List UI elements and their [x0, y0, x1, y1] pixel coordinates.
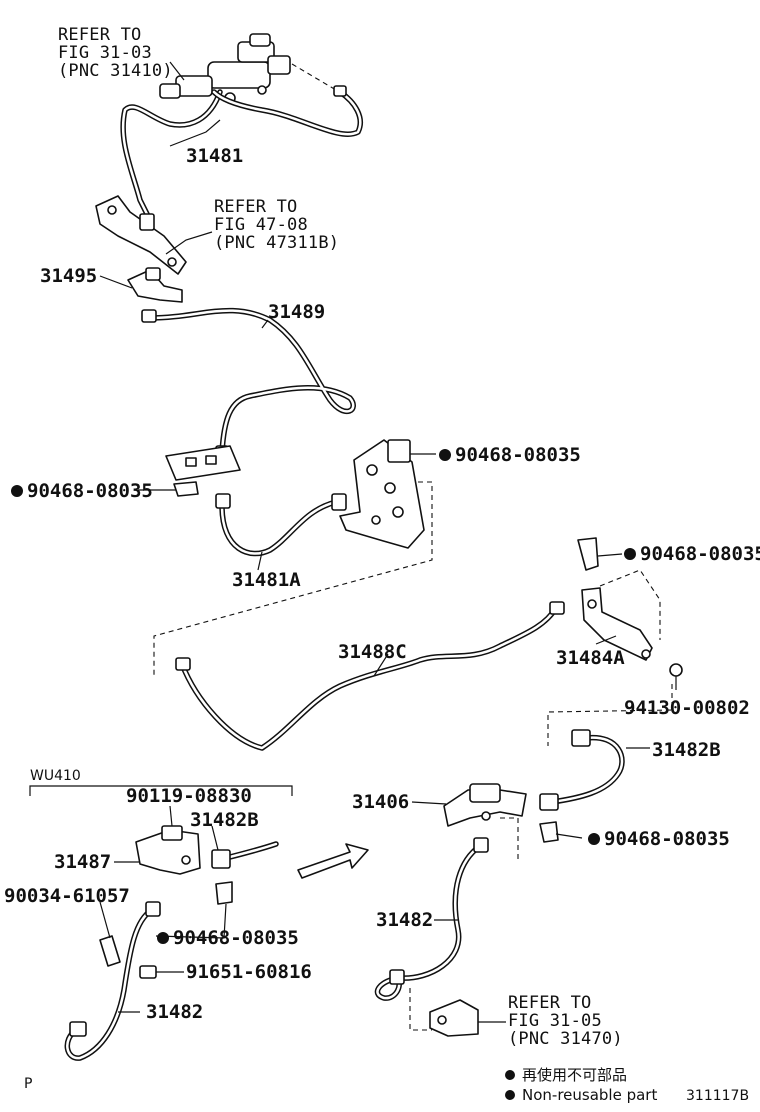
hose-31481a: [215, 493, 347, 557]
bracket-31406: [443, 783, 527, 827]
hose-31482b-left: [211, 841, 279, 905]
pipe-31488c: [175, 601, 565, 751]
page-letter: P: [24, 1076, 32, 1092]
nut-94130: [669, 663, 683, 677]
label-94130: 94130-00802: [624, 697, 750, 719]
pipe-31482-left: [64, 901, 161, 1061]
label-91651: 91651-60816: [186, 961, 312, 983]
label-31482-left: 31482: [146, 1001, 203, 1023]
label-clip-90468-d: 90468-08035: [604, 828, 730, 850]
non-reusable-marker: [157, 932, 169, 944]
label-31484a: 31484A: [556, 647, 625, 669]
variant-label: WU410: [30, 768, 81, 784]
master-cylinder: [159, 33, 291, 104]
svg-text:(PNC 47311B): (PNC 47311B): [214, 233, 339, 253]
figure-code: 311117B: [686, 1088, 749, 1104]
bracket-47311b: [95, 195, 187, 275]
pipe-31489: [141, 307, 356, 461]
svg-text:(PNC 31470): (PNC 31470): [508, 1029, 623, 1049]
label-clip-90468-a: 90468-08035: [455, 444, 581, 466]
ref-label-31410: REFER TO FIG 31-03 (PNC 31410): [58, 25, 173, 81]
label-31488c: 31488C: [338, 641, 407, 663]
bolt-91651: [139, 965, 157, 979]
label-31482b-right: 31482B: [652, 739, 721, 761]
label-31482-right: 31482: [376, 909, 433, 931]
non-reusable-marker: [588, 833, 600, 845]
label-31406: 31406: [352, 791, 409, 813]
non-reusable-marker: [11, 485, 23, 497]
label-31489: 31489: [268, 301, 325, 323]
svg-text:REFER TO: REFER TO: [508, 993, 591, 1013]
legend: 再使用不可部品 Non-reusable part: [505, 1066, 657, 1104]
slave-cylinder: [429, 999, 479, 1037]
svg-text:(PNC 31410): (PNC 31410): [58, 61, 173, 81]
svg-text:FIG 31-03: FIG 31-03: [58, 43, 152, 63]
ref-label-47311b: REFER TO FIG 47-08 (PNC 47311B): [214, 197, 339, 253]
non-reusable-marker: [624, 548, 636, 560]
variant-bracket-line: [29, 785, 293, 796]
label-31487: 31487: [54, 851, 111, 873]
hose-31482b-right: [539, 729, 625, 843]
svg-text:REFER TO: REFER TO: [58, 25, 141, 45]
bracket-31484a: [577, 537, 653, 661]
label-90034: 90034-61057: [4, 885, 130, 907]
label-clip-90468-c: 90468-08035: [640, 543, 760, 565]
svg-text:FIG 31-05: FIG 31-05: [508, 1011, 602, 1031]
legend-english: Non-reusable part: [522, 1086, 657, 1104]
direction-arrow: [297, 843, 369, 879]
non-reusable-marker: [439, 449, 451, 461]
svg-text:REFER TO: REFER TO: [214, 197, 297, 217]
pipe-31481: [120, 85, 363, 223]
ref-label-31470: REFER TO FIG 31-05 (PNC 31470): [508, 993, 623, 1049]
label-31495: 31495: [40, 265, 97, 287]
label-31481a: 31481A: [232, 569, 301, 591]
bracket-31495: [127, 267, 183, 303]
legend-japanese: 再使用不可部品: [522, 1066, 627, 1084]
bracket-31487: [135, 825, 201, 875]
pipe-31482-right: [374, 837, 489, 1001]
plate-bracket-middle: [165, 445, 241, 497]
label-clip-90468-e: 90468-08035: [173, 927, 299, 949]
label-90119: 90119-08830: [126, 785, 252, 807]
bolt-90034: [99, 935, 121, 967]
svg-text:FIG 47-08: FIG 47-08: [214, 215, 308, 235]
label-31481: 31481: [186, 145, 243, 167]
clutch-bracket-body: [339, 439, 425, 549]
label-clip-90468-b: 90468-08035: [27, 480, 153, 502]
label-31482b-left: 31482B: [190, 809, 259, 831]
